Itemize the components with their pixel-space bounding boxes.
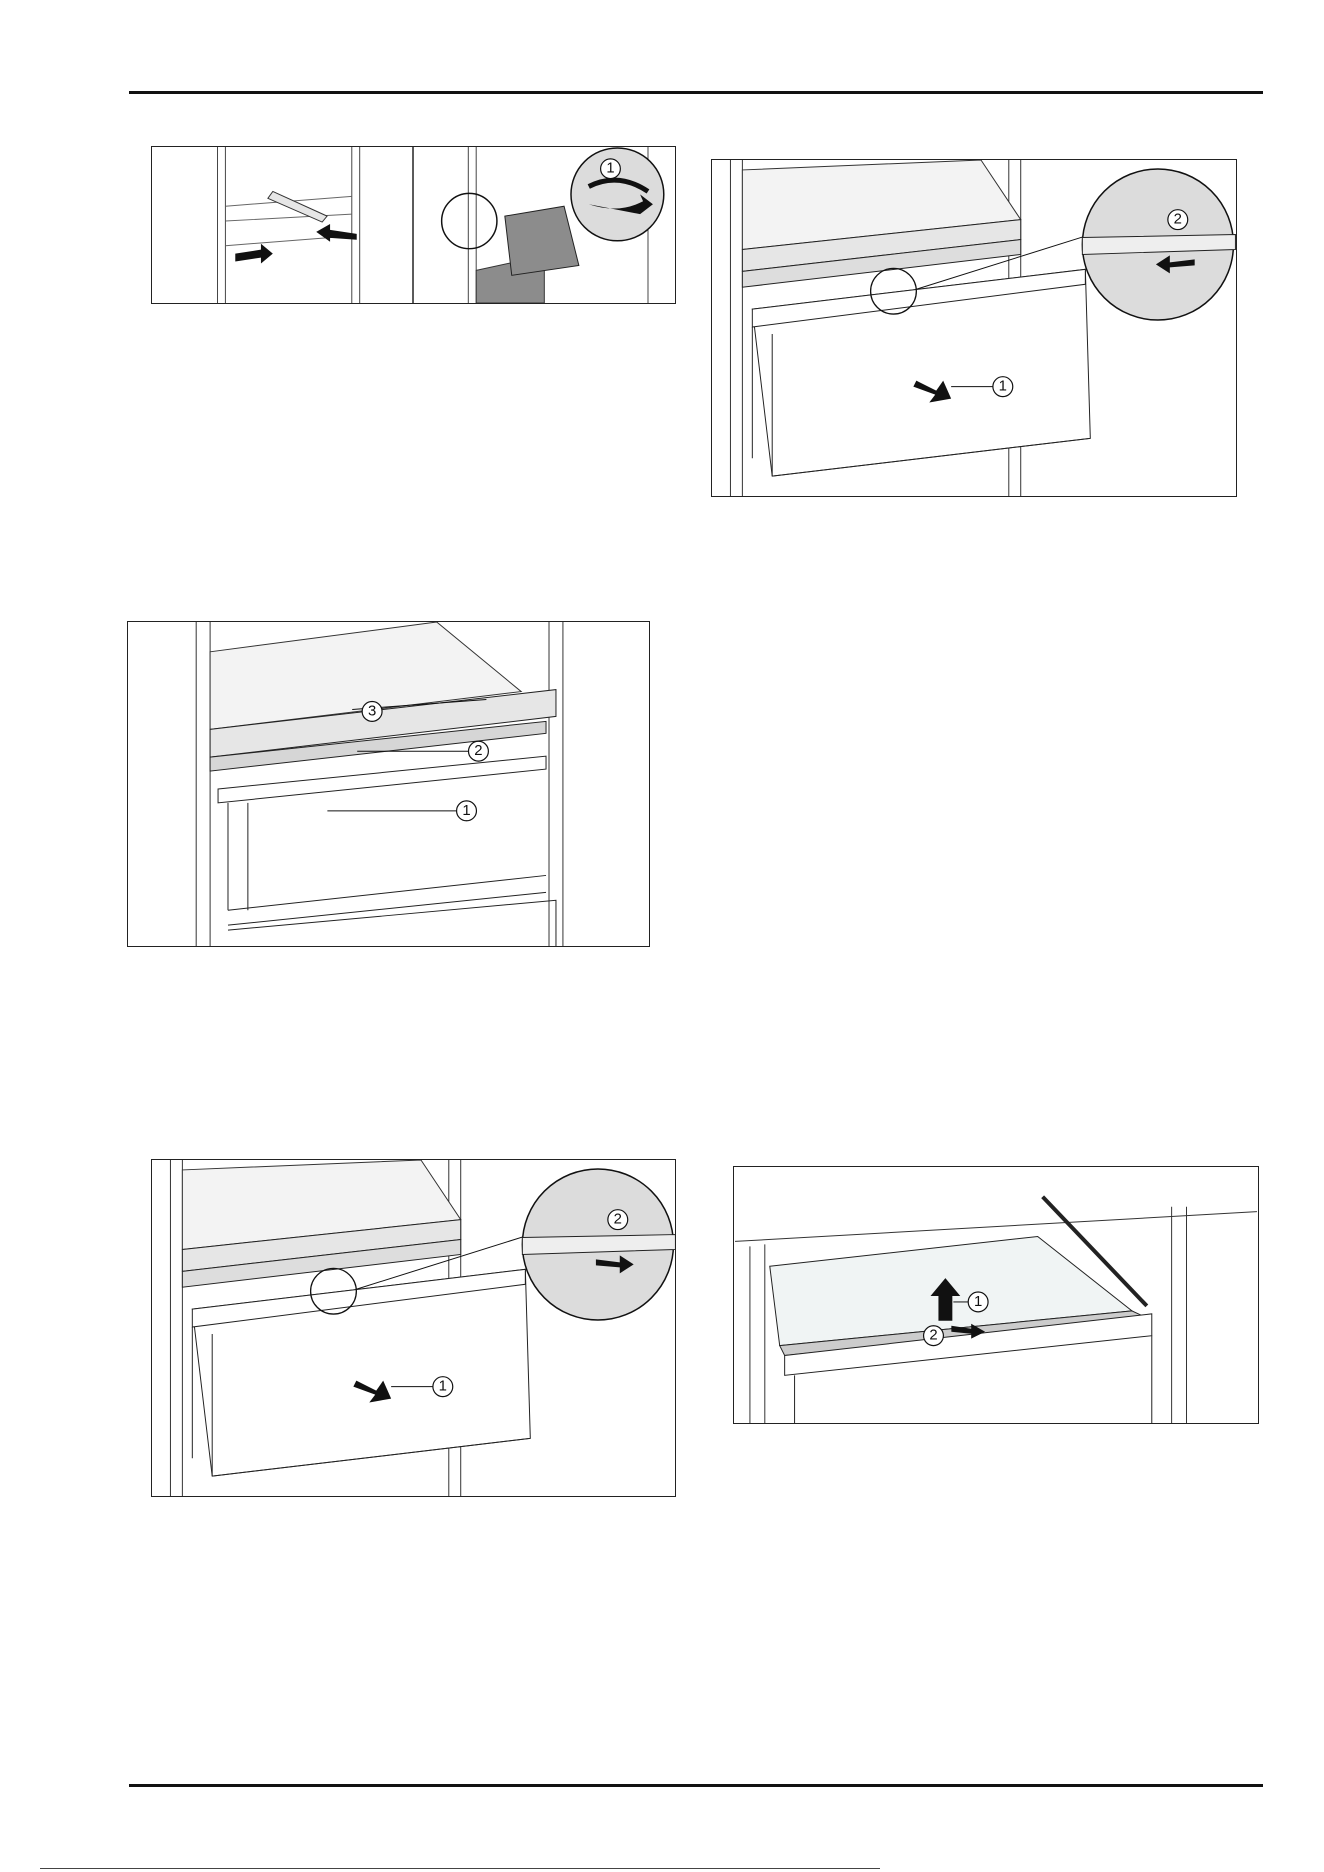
callout-label: 1 (974, 1294, 982, 1310)
callout-label: 1 (439, 1379, 447, 1395)
figure-shelf-parts-drawing: 3 2 1 (128, 622, 649, 946)
callout-1: 1 (993, 377, 1013, 397)
callout-label: 2 (474, 743, 482, 759)
footer-rule (129, 1784, 1263, 1787)
figure-drawer-front-cover: 1 2 (711, 159, 1237, 497)
arrow-left-icon (316, 224, 356, 242)
callout-1: 1 (433, 1377, 453, 1397)
callout-1: 1 (457, 801, 477, 821)
callout-label: 2 (1174, 212, 1182, 228)
figure-lift-glass-shelf-drawing: 1 2 (734, 1167, 1258, 1423)
callout-label: 2 (614, 1212, 622, 1228)
callout-1: 1 (601, 159, 621, 179)
detail-circle (442, 193, 497, 248)
callout-2: 2 (469, 741, 489, 761)
figure-remove-front-cover-drawing: 1 2 (152, 1160, 675, 1496)
callout-label: 2 (929, 1328, 937, 1344)
callout-label: 1 (606, 161, 614, 177)
callout-1: 1 (968, 1292, 988, 1312)
callout-2: 2 (924, 1326, 944, 1346)
callout-2: 2 (1168, 210, 1188, 230)
footer-thin-rule (40, 1868, 880, 1869)
figure-shelf-rail-insert-drawing: 1 (152, 147, 675, 303)
callout-label: 1 (999, 379, 1007, 395)
arrow-right-icon (235, 244, 273, 264)
callout-2: 2 (608, 1210, 628, 1230)
callout-label: 1 (462, 803, 470, 819)
callout-label: 3 (368, 703, 376, 719)
figure-drawer-front-cover-drawing: 1 2 (712, 160, 1236, 496)
figure-remove-front-cover: 1 2 (151, 1159, 676, 1497)
figure-lift-glass-shelf: 1 2 (733, 1166, 1259, 1424)
header-rule (129, 91, 1263, 94)
callout-3: 3 (362, 702, 382, 722)
figure-shelf-parts: 3 2 1 (127, 621, 650, 947)
figure-shelf-rail-insert: 1 (151, 146, 676, 304)
